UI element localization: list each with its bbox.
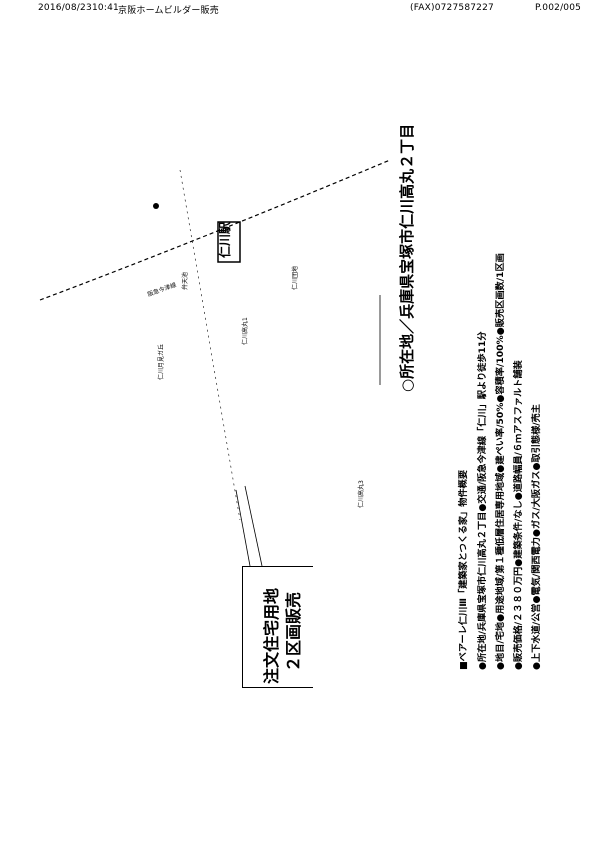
location-title: ○所在地／兵庫県宝塚市仁川高丸２丁目	[398, 123, 416, 392]
road	[179, 169, 241, 521]
map-label: 仁川団地	[292, 265, 299, 290]
map-label: 仁川高丸1	[242, 317, 249, 345]
station-mark	[217, 221, 241, 263]
map-label: 弁天池	[182, 271, 189, 290]
station-label: 仁川駅	[218, 221, 232, 258]
promo-box	[242, 566, 313, 688]
fax-sender: 京阪ホームビルダー販売	[118, 6, 219, 16]
leader-line	[244, 485, 263, 567]
spec-line: ●上下水道/公営●電気/関西電力●ガス/大阪ガス●取引態様/売主	[531, 404, 542, 670]
spec-line: ●販売価格/２３８０万円●建築条件/なし●道路幅員/６ｍアスファルト舗装	[513, 360, 524, 670]
fax-date: 2016/08/23	[38, 3, 92, 13]
map-label: 仁川月見ガ丘	[158, 343, 165, 380]
map-label: 仁川高丸3	[358, 480, 365, 508]
spec-line: ●所在地/兵庫県宝塚市仁川高丸２丁目●交通/阪急今津線「仁川」駅より徒歩11分	[477, 331, 488, 670]
spec-line: ●地目/宅地●用途地域/第１種低層住居専用地域●建ぺい率/50%●容積率/100…	[495, 253, 506, 670]
leader-line	[235, 489, 251, 567]
spec-heading: ■ベアーレ仁川Ⅲ「建築家とつくる家」物件概要	[458, 469, 469, 670]
marker-dot	[153, 203, 159, 209]
fax-page: P.002/005	[535, 3, 582, 13]
fax-number: (FAX)0727587227	[410, 3, 494, 13]
fax-time: 10:41	[92, 3, 119, 13]
promo-line-2: ２区画販売	[284, 591, 303, 672]
railway-line	[39, 159, 391, 301]
promo-line-1: 注文住宅用地	[262, 587, 281, 684]
